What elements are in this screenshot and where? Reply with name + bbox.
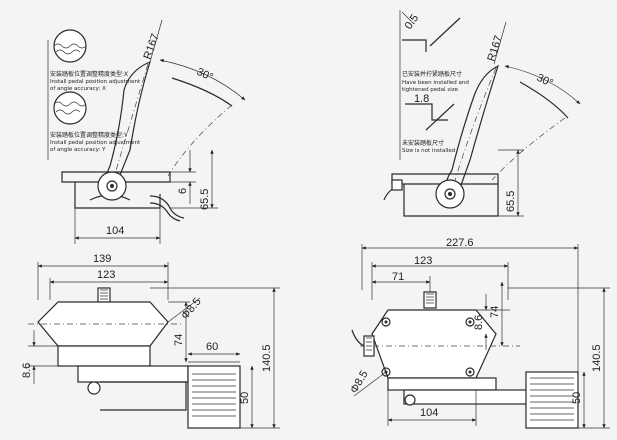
br-dim-74: 74	[489, 306, 501, 318]
tr-angle: 30°	[535, 72, 555, 90]
br-dim-227-6: 227.6	[446, 237, 474, 249]
bl-dim-8-6: 8.6	[21, 363, 33, 378]
bl-dim-74: 74	[173, 334, 185, 346]
pedal-plate-right	[525, 371, 579, 429]
br-dim-123: 123	[414, 255, 432, 267]
bl-dim-phi-8-5: Φ8.5	[179, 296, 204, 322]
tr-note1-en2: tightened pedal size	[402, 87, 459, 93]
pedal-arm	[105, 60, 151, 187]
side-view-right: 0.5 已安装并拧紧踏板尺寸 Have been installed and t…	[383, 10, 581, 217]
br-dim-phi-8-5: Φ8.5	[348, 369, 370, 396]
tr-note2-en: Size is not installed	[402, 148, 455, 154]
pedal-plate	[187, 365, 241, 429]
side-view-left: 安装踏板位置调整精度类型:X Install pedal position ad…	[47, 19, 246, 244]
br-dim-50: 50	[571, 392, 583, 404]
note-x-en2: of angle accuracy: X	[50, 86, 106, 92]
bl-dim-50: 50	[239, 392, 251, 404]
pedal-arm-right	[445, 64, 500, 193]
accuracy-note-panel: 安装踏板位置调整精度类型:X Install pedal position ad…	[47, 29, 141, 160]
tr-dim-65-5: 65.5	[505, 191, 517, 212]
tl-dim-6: 6	[177, 188, 189, 194]
tl-dim-104: 104	[106, 225, 124, 237]
tr-note2-cn: 未安装踏板尺寸	[402, 139, 444, 147]
note-x-cn: 安装踏板位置调整精度类型:X	[50, 70, 128, 78]
tr-note1-cn: 已安装并拧紧踏板尺寸	[402, 70, 462, 78]
tr-note1-en1: Have been installed and	[402, 80, 469, 86]
br-dim-104: 104	[420, 407, 438, 419]
top-view-right: 227.6 123 71 8.6	[348, 237, 610, 429]
bl-dim-139: 139	[93, 253, 111, 265]
br-dim-71: 71	[392, 271, 404, 283]
bolt	[87, 381, 101, 395]
tl-dim-65-5: 65.5	[199, 189, 211, 210]
tr-dim-1-8: 1.8	[414, 93, 429, 105]
detail-y-circle	[53, 91, 87, 125]
detail-1-8	[405, 103, 448, 121]
tl-angle: 30°	[195, 66, 215, 84]
note-y-en2: of angle accuracy: Y	[50, 147, 106, 153]
bl-dim-60: 60	[206, 341, 218, 353]
top-view-left: 139 123 Φ8.5 74 60 8.6	[21, 253, 280, 429]
note-y-en1: Install pedal position adjustment	[50, 140, 141, 146]
br-dim-140-5: 140.5	[591, 344, 603, 372]
note-x-en1: Install pedal position adjustment	[50, 79, 141, 85]
bl-dim-140-5: 140.5	[261, 344, 273, 372]
br-dim-8-6: 8.6	[473, 315, 485, 330]
bl-dim-123: 123	[97, 269, 115, 281]
detail-05	[402, 39, 427, 52]
lower-body	[57, 345, 151, 367]
note-y-cn: 安装踏板位置调整精度类型:Y	[50, 131, 128, 139]
